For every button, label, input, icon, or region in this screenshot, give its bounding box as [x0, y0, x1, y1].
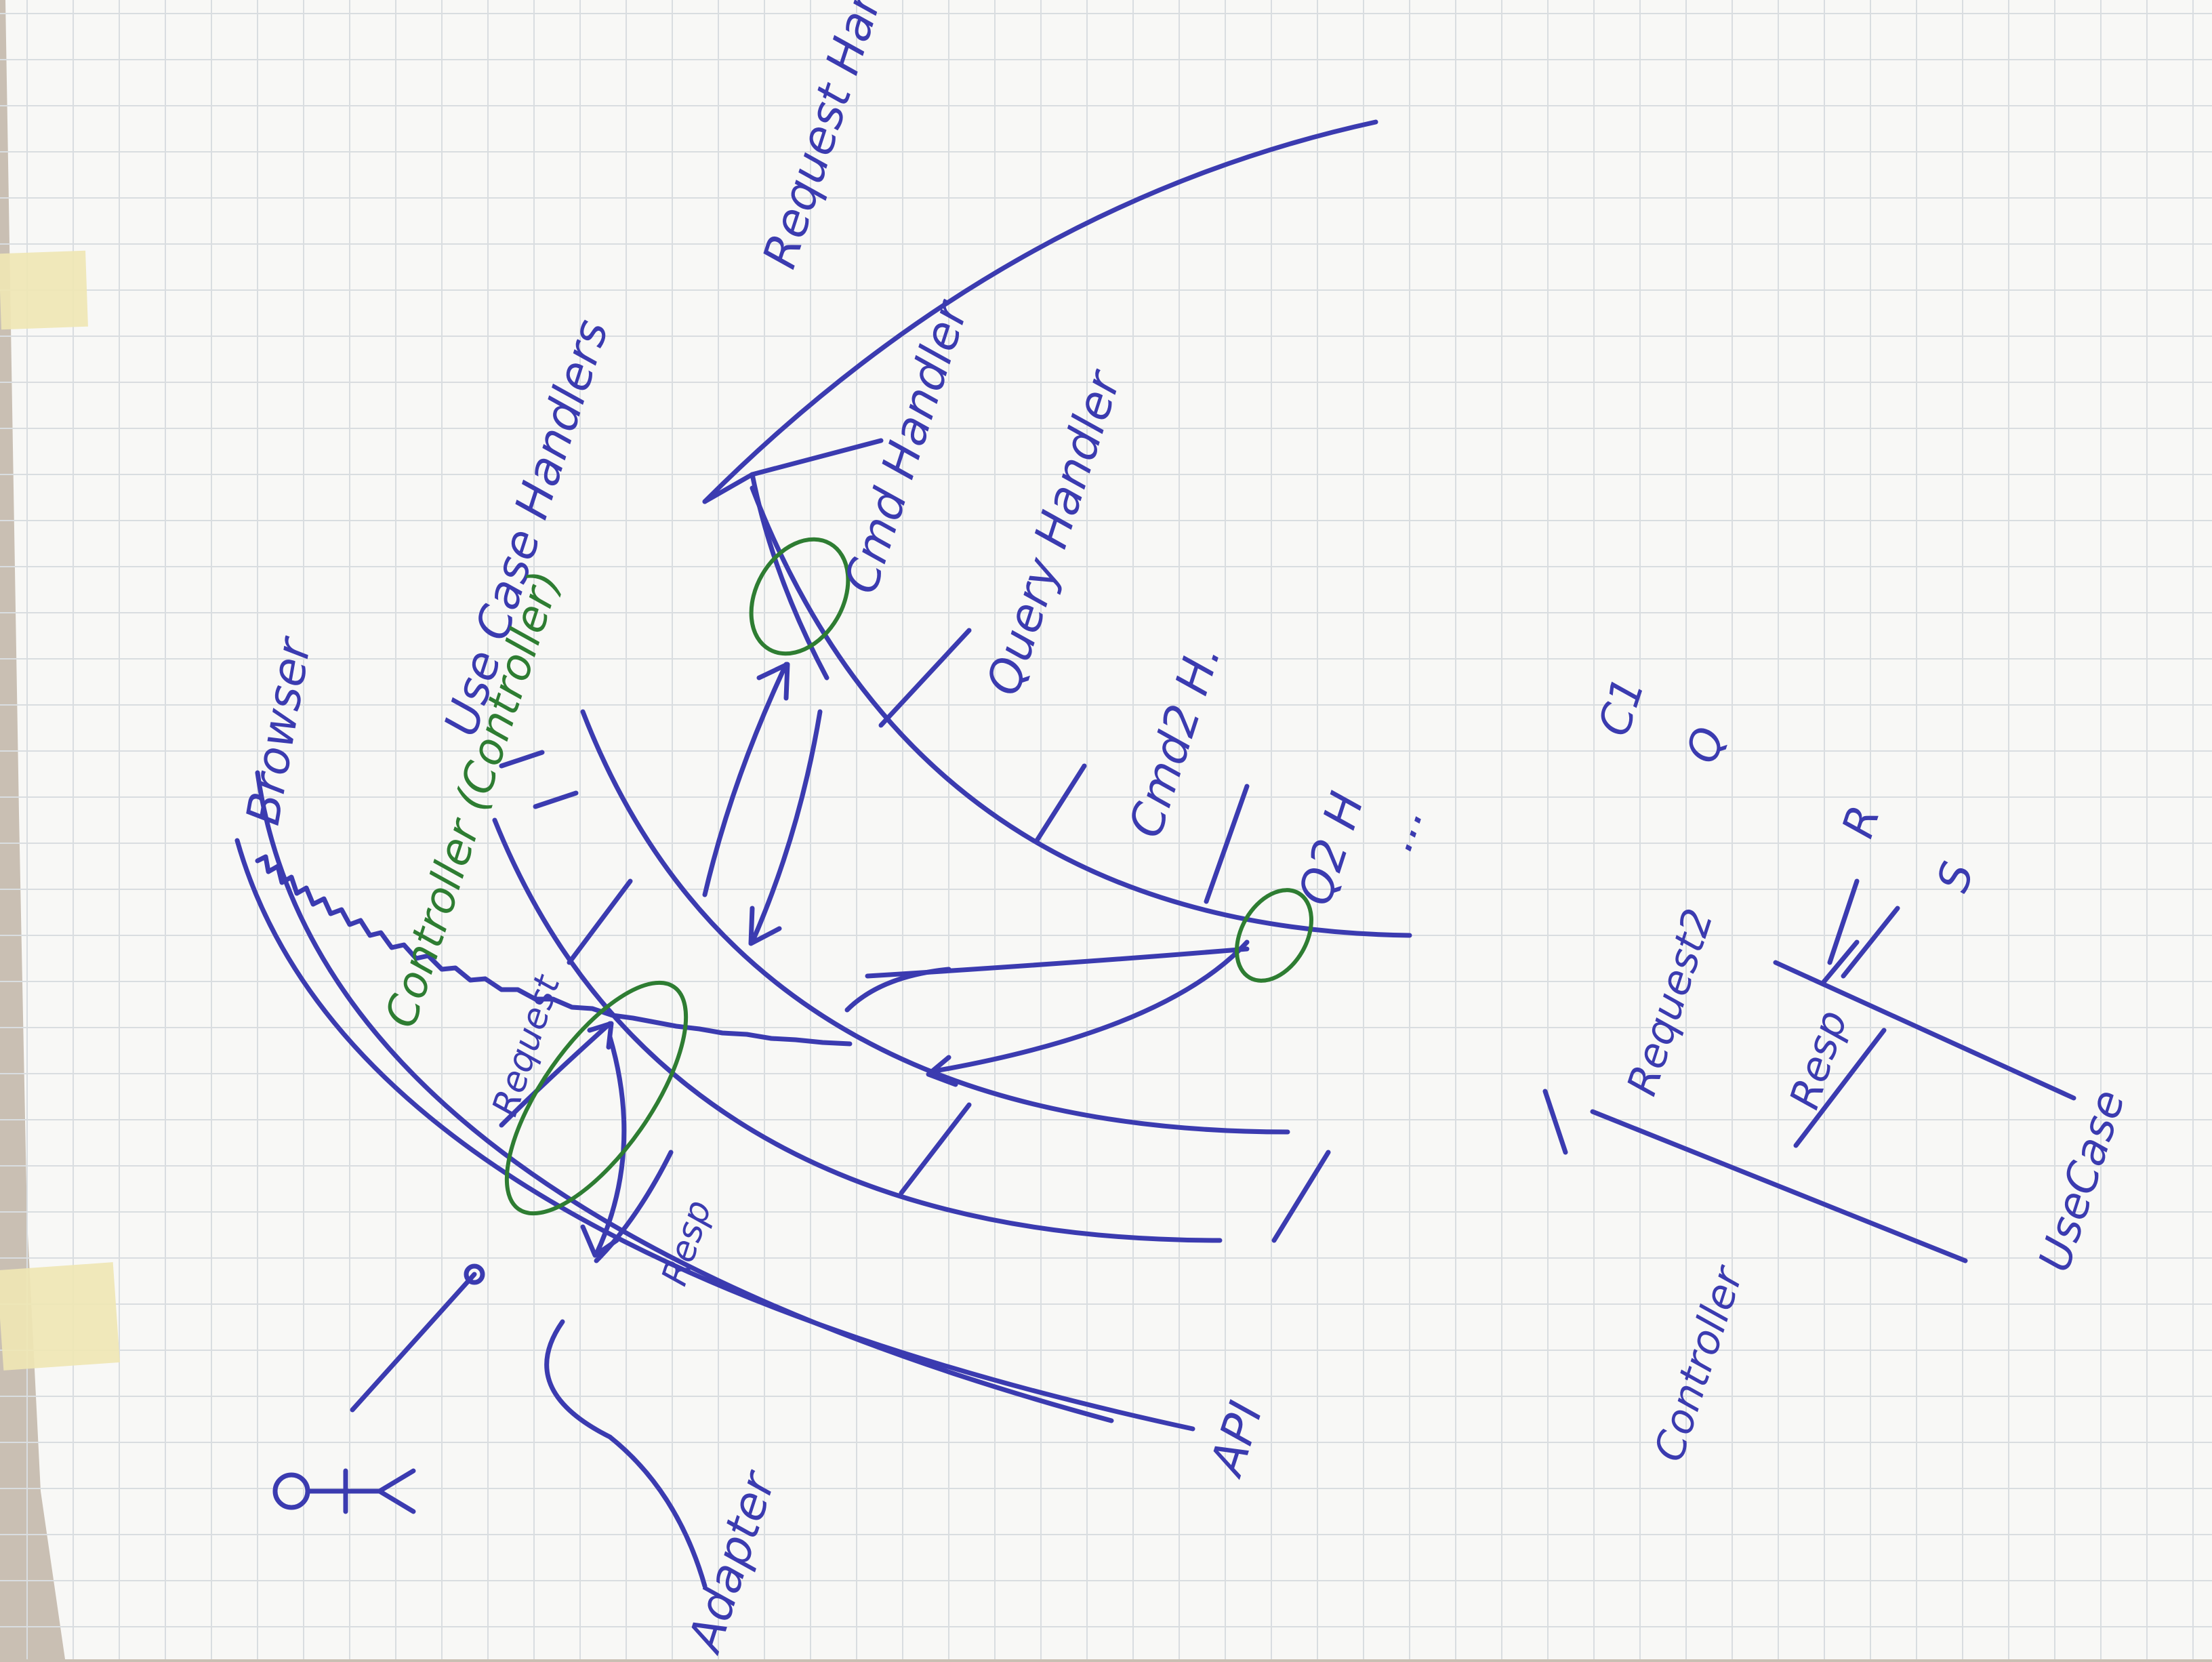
q2-loop-arrowhead	[926, 1055, 958, 1087]
right-cross	[1793, 1028, 1887, 1148]
browser-boundary-curve	[255, 770, 1114, 1423]
use-case-spine	[750, 472, 830, 681]
right-branch-r	[1820, 939, 1860, 986]
browser-boundary-curve-inner	[234, 838, 1195, 1432]
tick-2	[533, 790, 579, 809]
tick-9	[702, 472, 755, 504]
adapter-boundary	[544, 1319, 708, 1589]
cmd-handler-circle	[749, 537, 851, 656]
user-leg-2	[377, 1488, 416, 1514]
q2-handler-circle	[1235, 888, 1313, 983]
request-response-circle	[504, 980, 689, 1216]
arrowhead-from-cmd	[748, 906, 782, 946]
cmd-handler-branch	[750, 438, 884, 477]
request-handlers-arc	[702, 119, 1378, 504]
right-controller-tick	[1542, 1089, 1568, 1155]
right-cross-2	[1827, 878, 1860, 965]
user-leg-1	[377, 1468, 416, 1494]
right-main-line	[1590, 1109, 1968, 1263]
tick-3	[567, 878, 633, 965]
user-to-request-line	[350, 1272, 477, 1413]
tick-8	[1204, 784, 1250, 904]
tick-7	[1271, 1150, 1331, 1243]
paper-sheet	[5, 0, 2212, 1659]
arrowhead-cmd-handler	[756, 662, 790, 701]
use-case-arc-2	[492, 817, 1223, 1243]
right-second-line	[1773, 960, 2076, 1101]
user-port	[464, 1263, 485, 1285]
use-case-arc-1	[580, 709, 1290, 1135]
masking-tape-top	[0, 250, 88, 330]
arrow-to-cmd-handler	[702, 662, 789, 897]
tick-4	[878, 628, 972, 728]
q2-loop-arrow	[933, 939, 1250, 1074]
use-case-arc-3	[750, 485, 1412, 938]
arrow-from-cmd-handler	[750, 709, 823, 945]
request-arrow	[499, 1021, 613, 1128]
masking-tape-bottom	[0, 1262, 120, 1371]
q2-return-2	[844, 967, 951, 1013]
tick-5	[1034, 763, 1087, 843]
tick-1	[499, 750, 545, 769]
response-return-line	[594, 1150, 674, 1263]
tick-6	[899, 1102, 972, 1196]
right-branch-s	[1841, 906, 1900, 979]
